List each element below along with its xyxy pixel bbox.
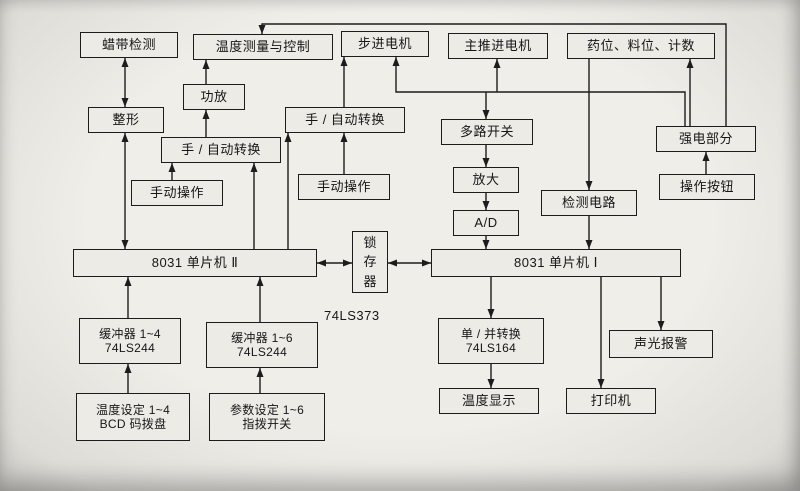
block-manual-operation-left: 手动操作 [131, 180, 223, 206]
latch-char-2: 存 [363, 254, 377, 270]
block-detect-circuit: 检测电路 [541, 190, 637, 216]
block-main-drive-motor: 主推进电机 [448, 33, 548, 59]
block-sound-light-alarm: 声光报警 [609, 330, 713, 358]
block-label: 8031 单片机 Ⅱ [151, 255, 239, 271]
block-multiplexer: 多路开关 [441, 119, 533, 145]
block-label: 蜡带检测 [101, 37, 156, 53]
block-label: 多路开关 [459, 124, 514, 140]
block-label: 8031 单片机 Ⅰ [514, 255, 598, 271]
block-label-line2: 74LS244 [104, 341, 156, 355]
block-stepper-motor: 步进电机 [341, 31, 429, 57]
latch-char-1: 锁 [363, 234, 377, 250]
block-power-section: 强电部分 [656, 126, 756, 152]
block-label: 主推进电机 [464, 38, 532, 54]
block-param-setting-dip: 参数设定 1~6 指拨开关 [209, 393, 325, 441]
block-label-line2: 74LS164 [465, 341, 517, 355]
block-label: 手动操作 [149, 185, 204, 201]
block-label: 整形 [112, 112, 140, 128]
block-label: 手 / 自动转换 [305, 112, 385, 128]
block-printer: 打印机 [566, 388, 656, 414]
block-operation-buttons: 操作按钮 [659, 174, 755, 200]
block-ad-converter: A/D [453, 210, 519, 236]
block-amplify: 放大 [453, 167, 519, 193]
block-label-line2: BCD 码拨盘 [99, 417, 167, 431]
latch-chip-label: 74LS373 [324, 308, 380, 323]
block-serial-parallel-converter: 单 / 并转换 74LS164 [438, 318, 544, 364]
block-label-line1: 缓冲器 1~6 [231, 330, 293, 345]
block-label: 步进电机 [357, 36, 412, 52]
block-label-line1: 缓冲器 1~4 [99, 326, 161, 341]
block-temp-measure-control: 温度测量与控制 [193, 34, 333, 60]
block-label: 强电部分 [678, 131, 733, 147]
block-buffer-1-4: 缓冲器 1~4 74LS244 [79, 318, 181, 364]
block-manual-auto-switch-mid: 手 / 自动转换 [285, 107, 405, 133]
block-levels-count: 药位、料位、计数 [567, 33, 715, 59]
block-label: 温度显示 [461, 393, 516, 409]
block-mcu1-8031: 8031 单片机 Ⅰ [431, 249, 681, 277]
block-buffer-1-6: 缓冲器 1~6 74LS244 [206, 322, 318, 368]
block-label: 功放 [200, 89, 228, 105]
block-wax-tape-detect: 蜡带检测 [80, 32, 178, 58]
block-manual-operation-mid: 手动操作 [298, 174, 390, 200]
block-label-line1: 单 / 并转换 [460, 326, 522, 341]
block-label: 手动操作 [316, 179, 371, 195]
block-mcu2-8031: 8031 单片机 Ⅱ [73, 249, 317, 277]
block-label-line1: 参数设定 1~6 [229, 402, 305, 417]
block-label-line1: 温度设定 1~4 [95, 402, 171, 417]
latch-char-3: 器 [363, 273, 377, 289]
block-label: 温度测量与控制 [215, 39, 311, 55]
block-label: 声光报警 [633, 336, 688, 352]
block-temp-display: 温度显示 [439, 388, 539, 414]
block-label: 检测电路 [561, 195, 616, 211]
block-manual-auto-switch-left: 手 / 自动转换 [161, 137, 281, 163]
block-label-line2: 指拨开关 [242, 417, 292, 431]
block-label: A/D [474, 215, 498, 231]
block-label: 操作按钮 [679, 179, 734, 195]
block-shaping: 整形 [88, 107, 164, 133]
block-label: 药位、料位、计数 [586, 38, 695, 54]
block-latch: 锁 存 器 [352, 231, 388, 293]
block-label: 打印机 [590, 393, 632, 409]
block-power-amp: 功放 [183, 84, 245, 110]
block-label: 放大 [472, 172, 500, 188]
block-label: 手 / 自动转换 [181, 142, 261, 158]
block-label-line2: 74LS244 [236, 345, 288, 359]
block-temp-setting-bcd: 温度设定 1~4 BCD 码拨盘 [76, 393, 190, 441]
